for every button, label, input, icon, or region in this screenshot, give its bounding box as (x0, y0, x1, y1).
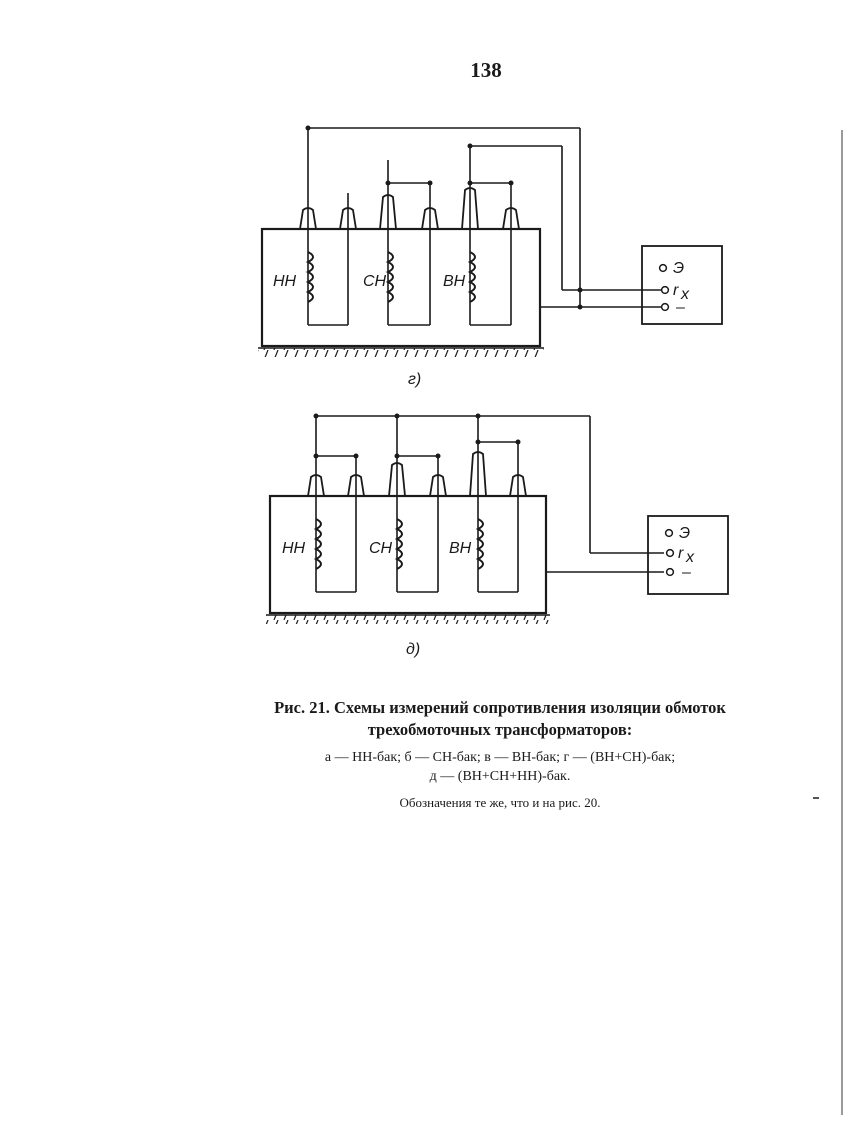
ground-hatch (258, 348, 544, 357)
bushings (300, 188, 519, 229)
bushings (308, 452, 526, 496)
figure-caption-note: Обозначения те же, что и на рис. 20. (230, 795, 770, 811)
meter-terminal-minus: – (675, 299, 685, 316)
winding-label-sn: СН (363, 273, 387, 290)
winding-label-nn: НН (282, 540, 306, 557)
winding-label-vn: ВН (443, 273, 466, 290)
figure-caption-legend: а — НН-бак; б — СН-бак; в — ВН-бак; г — … (230, 748, 770, 786)
meter-terminal-rx: r (673, 282, 679, 299)
winding-label-sn: СН (369, 540, 393, 557)
page-edge-mark (813, 797, 819, 799)
caption-title-line-1: Рис. 21. Схемы измерений сопротивления и… (230, 697, 770, 719)
caption-title-line-2: трехобмоточных трансформаторов: (230, 719, 770, 741)
page-edge-shadow (841, 130, 843, 1115)
winding-label-nn: НН (273, 273, 297, 290)
diagram-g (258, 126, 722, 358)
figure-caption-title: Рис. 21. Схемы измерений сопротивления и… (230, 697, 770, 741)
meter-terminal-minus: – (681, 564, 691, 581)
transformer-tank (270, 496, 546, 613)
diagram-label-d: д) (406, 641, 420, 658)
ground-hatch (266, 615, 550, 624)
diagram-d (266, 414, 728, 625)
caption-legend-line-2: д — (ВН+СН+НН)-бак. (230, 767, 770, 786)
meter-terminal-e: Э (673, 260, 684, 277)
caption-legend-line-1: а — НН-бак; б — СН-бак; в — ВН-бак; г — … (230, 748, 770, 767)
diagram-label-g: г) (408, 371, 421, 388)
meter-terminal-e: Э (679, 525, 690, 542)
winding-label-vn: ВН (449, 540, 472, 557)
transformer-tank (262, 229, 540, 346)
meter-terminal-rx: r (678, 545, 684, 562)
